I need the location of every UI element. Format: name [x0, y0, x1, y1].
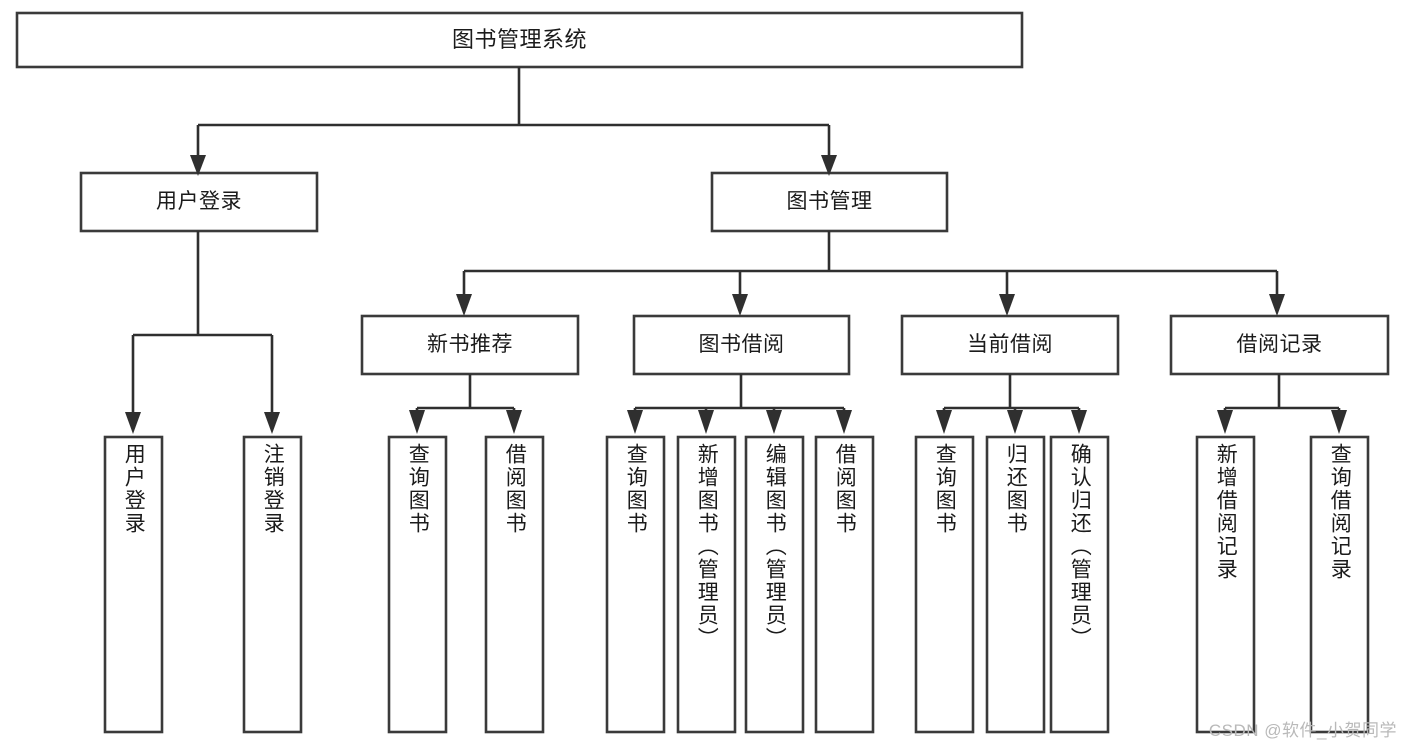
node-box-book-management[interactable]: [710, 171, 949, 233]
node-box-leaf-add-book[interactable]: [676, 435, 737, 734]
node-box-leaf-user-logout[interactable]: [242, 435, 303, 734]
node-box-leaf-user-login[interactable]: [103, 435, 164, 734]
node-box-borrow-record[interactable]: [1169, 314, 1390, 376]
node-box-leaf-edit-book[interactable]: [744, 435, 805, 734]
node-box-current-borrow[interactable]: [900, 314, 1120, 376]
node-box-leaf-return-book[interactable]: [985, 435, 1046, 734]
connector-book-management-to-level2: [456, 231, 1285, 316]
node-box-leaf-query-book-borrow[interactable]: [605, 435, 666, 734]
node-box-leaf-confirm-return[interactable]: [1049, 435, 1110, 734]
node-box-leaf-query-book-current[interactable]: [914, 435, 975, 734]
node-box-new-book-recommend[interactable]: [360, 314, 580, 376]
connector-current-borrow-to-leaves: [936, 374, 1087, 434]
node-box-root[interactable]: [15, 11, 1024, 69]
watermark-text: CSDN @软件_小贺同学: [1208, 721, 1397, 740]
connector-book-borrow-to-leaves: [627, 374, 852, 434]
connector-new-book-recommend-to-leaves: [409, 374, 522, 434]
node-box-leaf-add-borrow-record[interactable]: [1195, 435, 1256, 734]
connector-user-login-to-leaves: [125, 231, 280, 434]
connector-borrow-record-to-leaves: [1217, 374, 1347, 434]
node-box-leaf-query-borrow-record[interactable]: [1309, 435, 1370, 734]
node-box-leaf-query-book-recommend[interactable]: [387, 435, 448, 734]
node-box-user-login[interactable]: [79, 171, 319, 233]
connector-root-to-level1: [190, 67, 837, 176]
node-box-leaf-borrow-book[interactable]: [814, 435, 875, 734]
node-box-leaf-borrow-book-recommend[interactable]: [484, 435, 545, 734]
node-box-book-borrow[interactable]: [632, 314, 851, 376]
